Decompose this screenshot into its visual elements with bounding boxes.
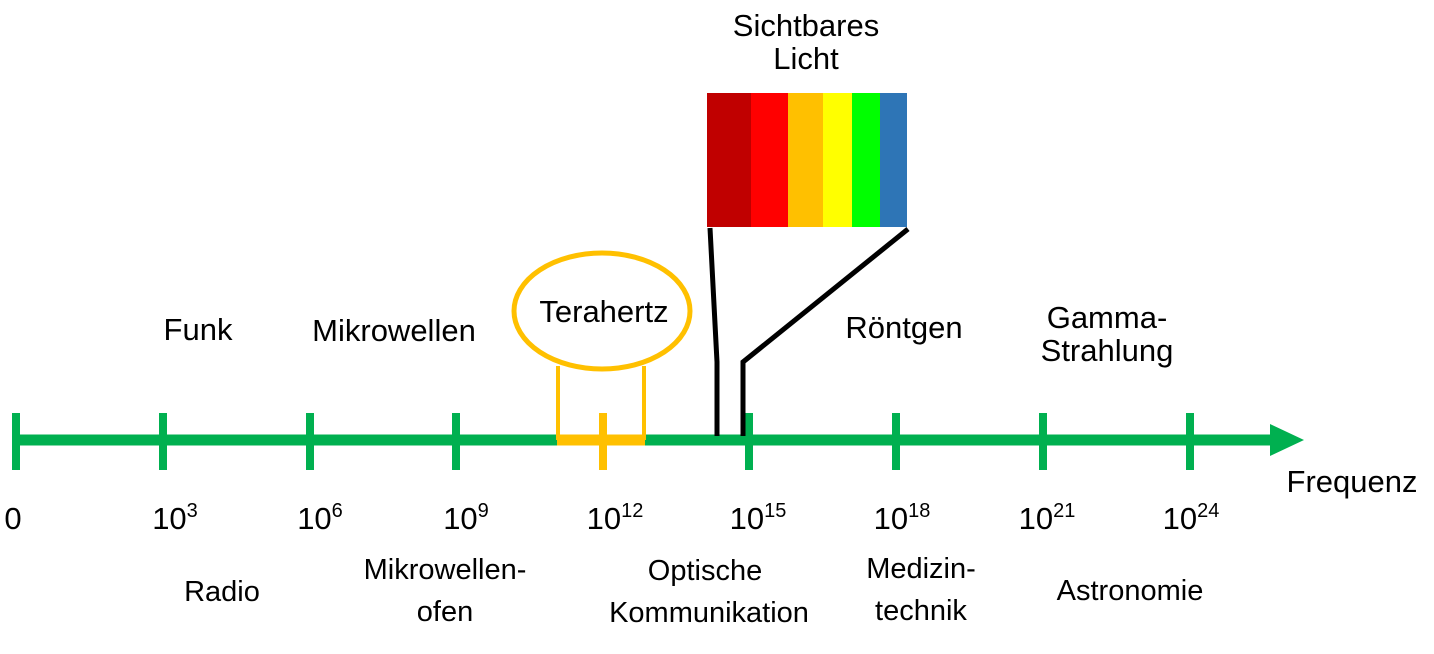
terahertz-band	[511, 250, 693, 470]
band-label-visible-line2: Licht	[773, 41, 839, 76]
tick-label-1e3: 103	[152, 500, 198, 536]
app-label-optisch-line1: Optische	[648, 555, 762, 587]
spectrum-band-green	[852, 93, 881, 227]
spectrum-band-orange	[788, 93, 824, 227]
visible-light-spectrum	[707, 93, 907, 227]
tick-label-1e21: 1021	[1019, 500, 1076, 536]
tick-label-1e6: 106	[297, 500, 343, 536]
spectrum-band-blue	[880, 93, 907, 227]
spectrum-band-dark-red	[707, 93, 752, 227]
tick-label-1e24: 1024	[1163, 500, 1220, 536]
visible-connector-right	[740, 227, 910, 436]
spectrum-band-yellow	[823, 93, 853, 227]
spectrum-band-red	[751, 93, 789, 227]
band-label-funk: Funk	[164, 312, 233, 347]
tick-label-1e18: 1018	[874, 500, 931, 536]
band-label-visible-line1: Sichtbares	[733, 8, 879, 43]
axis-ticks	[12, 413, 1194, 470]
app-label-optisch-line2: Kommunikation	[609, 597, 809, 629]
band-label-gamma-line1: Gamma-	[1047, 300, 1168, 335]
app-label-mikrowellenofen-line1: Mikrowellen-	[364, 554, 527, 586]
tick-label-1e15: 1015	[730, 500, 787, 536]
tick-label-1e12: 1012	[587, 500, 644, 536]
visible-connector-left	[707, 227, 720, 436]
app-label-radio: Radio	[184, 576, 260, 608]
band-label-terahertz: Terahertz	[539, 294, 668, 329]
frequency-axis-arrowhead	[1270, 424, 1304, 456]
band-label-roentgen: Röntgen	[845, 310, 962, 345]
band-label-gamma-line2: Strahlung	[1041, 333, 1174, 368]
tick-label-0: 0	[4, 501, 21, 536]
app-label-astronomie: Astronomie	[1057, 575, 1204, 607]
band-label-mikrowellen: Mikrowellen	[312, 313, 476, 348]
app-label-mikrowellenofen-line2: ofen	[417, 596, 473, 628]
terahertz-ellipse	[511, 250, 693, 372]
app-label-medizin-line1: Medizin-	[866, 553, 976, 585]
axis-label-frequenz: Frequenz	[1287, 464, 1418, 499]
tick-label-1e9: 109	[443, 500, 489, 536]
app-label-medizin-line2: technik	[875, 595, 967, 627]
